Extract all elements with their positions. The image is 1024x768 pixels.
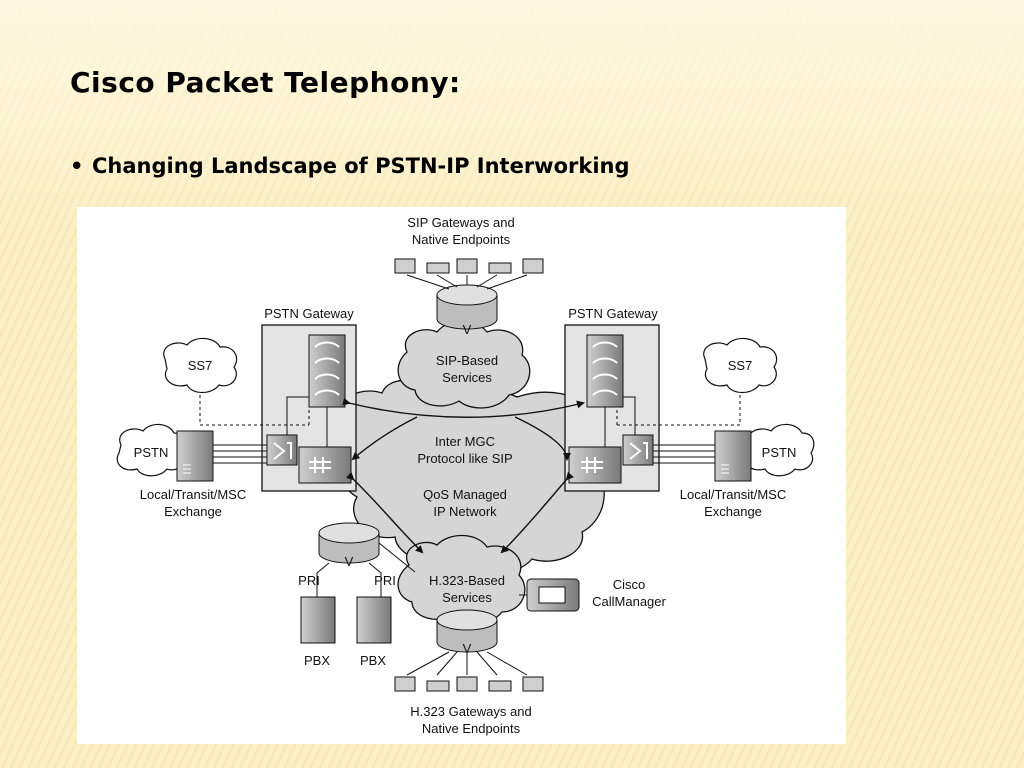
router-label-top: V <box>463 322 472 337</box>
slide-title: Cisco Packet Telephony: <box>70 66 461 99</box>
inter-mgc-arrow-right <box>514 416 571 461</box>
exchange-switch-left <box>176 430 214 482</box>
exchange-label-right-1: Local/Transit/MSC <box>680 487 786 502</box>
network-diagram: SIP Gateways and Native Endpoints V PSTN… <box>77 207 846 744</box>
h323-router <box>436 609 498 653</box>
pstn-gateway-label-right: PSTN Gateway <box>568 306 658 321</box>
pbx-router <box>318 522 380 564</box>
media-gateway-controller-left <box>308 334 346 408</box>
media-gateway-right <box>568 434 654 484</box>
bullet-item: • Changing Landscape of PSTN-IP Interwork… <box>70 154 630 178</box>
sip-endpoints <box>394 258 544 274</box>
qos-arrow-left <box>345 471 424 554</box>
pri-label-left: PRI <box>298 573 320 588</box>
qos-network-label-2: IP Network <box>433 504 497 519</box>
qos-arrow-right <box>500 471 574 554</box>
pri-label-right: PRI <box>374 573 396 588</box>
inter-mgc-arrow-left <box>351 416 418 461</box>
exchange-label-left-2: Exchange <box>164 504 222 519</box>
sip-services-label-2: Services <box>442 370 492 385</box>
inter-mgc-label-1: Inter MGC <box>435 434 495 449</box>
h323-services-label-1: H.323-Based <box>429 573 505 588</box>
qos-network-label-1: QoS Managed <box>423 487 507 502</box>
media-gateway-left <box>266 434 352 484</box>
pstn-gateway-label-left: PSTN Gateway <box>264 306 354 321</box>
exchange-label-left-1: Local/Transit/MSC <box>140 487 246 502</box>
h323-services-label-2: Services <box>442 590 492 605</box>
ss7-label-left: SS7 <box>188 358 213 373</box>
sip-endpoints-label-1: SIP Gateways and <box>407 215 514 230</box>
router-label-bottom: V <box>463 641 472 656</box>
media-gateway-controller-right <box>586 334 624 408</box>
pbx-left <box>300 596 336 644</box>
router-label-pbx: V <box>345 554 354 569</box>
h323-endpoints-label-1: H.323 Gateways and <box>410 704 531 719</box>
h323-services-cloud <box>397 534 526 624</box>
pbx-label-left: PBX <box>304 653 330 668</box>
sip-endpoints-label-2: Native Endpoints <box>412 232 511 247</box>
background-wash <box>0 0 1024 230</box>
exchange-label-right-2: Exchange <box>704 504 762 519</box>
sip-services-cloud <box>397 320 531 409</box>
mgc-link-arrow <box>342 397 585 418</box>
pstn-label-left: PSTN <box>134 445 169 460</box>
callmanager-server <box>519 578 580 612</box>
pbx-label-right: PBX <box>360 653 386 668</box>
pstn-label-right: PSTN <box>762 445 797 460</box>
inter-mgc-label-2: Protocol like SIP <box>417 451 512 466</box>
sip-router <box>436 284 498 330</box>
exchange-switch-right <box>714 430 752 482</box>
bullet-icon: • <box>70 154 84 178</box>
ss7-cloud-left <box>163 337 238 394</box>
h323-endpoints <box>394 676 544 692</box>
bullet-text: Changing Landscape of PSTN-IP Interworki… <box>92 154 630 178</box>
callmanager-label-1: Cisco <box>613 577 646 592</box>
h323-endpoints-label-2: Native Endpoints <box>422 721 521 736</box>
sip-services-label-1: SIP-Based <box>436 353 498 368</box>
ss7-label-right: SS7 <box>728 358 753 373</box>
pbx-right <box>356 596 392 644</box>
ss7-cloud-right <box>703 337 778 394</box>
callmanager-label-2: CallManager <box>592 594 666 609</box>
pstn-cloud-right <box>744 423 815 477</box>
